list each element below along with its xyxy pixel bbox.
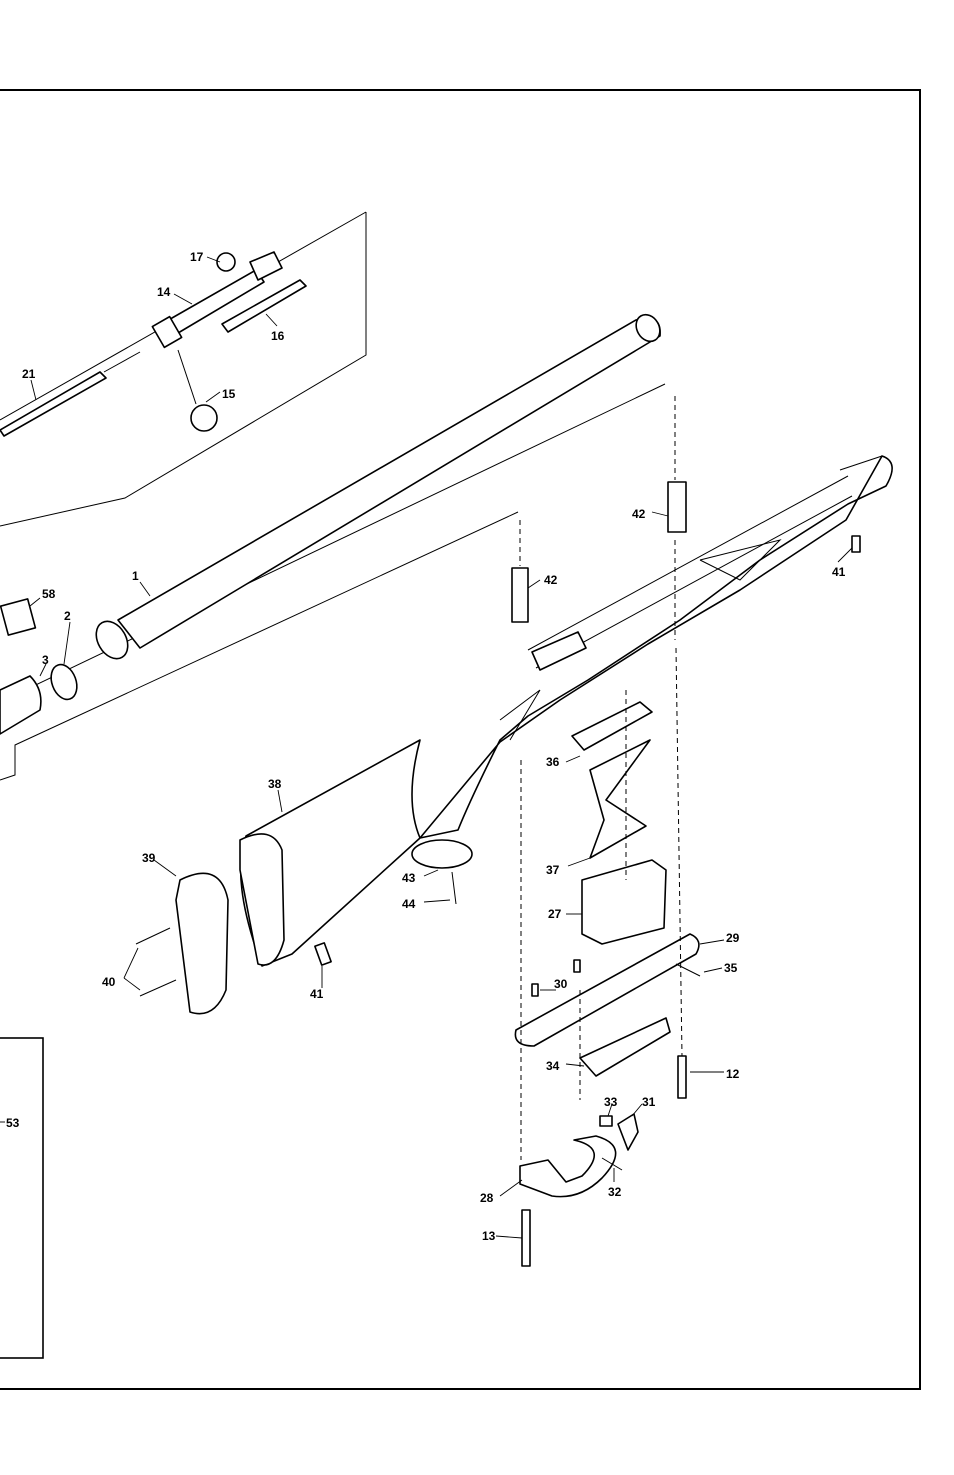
callout-30: 30 <box>554 977 568 991</box>
callout-16: 16 <box>271 329 285 343</box>
bolt-handle-stem <box>177 349 197 405</box>
scope-base <box>0 598 37 636</box>
trigger-spring <box>599 1115 613 1127</box>
callout-28: 28 <box>480 1191 494 1205</box>
callout-leaders <box>29 256 853 1239</box>
barrel-muzzle <box>635 313 661 343</box>
callout-14: 14 <box>157 285 171 299</box>
scope-screw-b <box>573 959 581 973</box>
firing-pin-tip <box>103 351 141 373</box>
floorplate-hinge <box>514 933 700 1047</box>
stock-forend-stripe <box>499 539 782 741</box>
callout-53: 53 <box>6 1116 20 1130</box>
callout-39: 39 <box>142 851 156 865</box>
trigger-guard <box>519 1135 617 1198</box>
sling-swivel-rear <box>314 942 332 966</box>
callout-42-upper: 42 <box>632 507 646 521</box>
stock-inlet-recess <box>531 631 587 671</box>
magazine-spring <box>589 739 651 859</box>
callout-2: 2 <box>64 609 71 623</box>
trigger-pin <box>601 1157 623 1171</box>
inset-box <box>0 1037 44 1359</box>
callout-13: 13 <box>482 1229 496 1243</box>
buttplate-screw-upper <box>135 927 171 945</box>
bolt-rear-block <box>151 315 183 349</box>
callout-38: 38 <box>268 777 282 791</box>
buttplate <box>175 872 229 1015</box>
floorplate-pin <box>675 963 701 977</box>
stock-spring-top <box>667 481 687 533</box>
callout-44: 44 <box>402 897 416 911</box>
floorplate <box>579 1017 671 1077</box>
buttplate-screw-lower <box>139 979 177 997</box>
barrel-assembly <box>0 313 661 735</box>
callout-40: 40 <box>102 975 116 989</box>
front-guard-screw <box>521 1209 531 1267</box>
bolt-front-collar <box>249 251 283 281</box>
callout-33: 33 <box>604 1095 618 1109</box>
callout-41-rear: 41 <box>310 987 324 1001</box>
fasteners <box>135 481 861 1267</box>
firing-pin <box>0 371 107 437</box>
callout-41-front: 41 <box>832 565 846 579</box>
grip-cap-screw <box>451 871 457 905</box>
receiver-body <box>0 675 42 735</box>
page-frame <box>0 89 921 1390</box>
recoil-lug-ring <box>50 663 78 701</box>
callout-37: 37 <box>546 863 560 877</box>
callout-43: 43 <box>402 871 416 885</box>
extractor <box>221 279 307 333</box>
barrel-group-outline <box>0 383 666 781</box>
callout-1: 1 <box>132 569 139 583</box>
bolt-group-outline <box>0 211 367 527</box>
callout-labels: 17 14 16 21 15 42 41 1 42 58 2 3 38 36 3… <box>6 250 846 1243</box>
bolt-body <box>164 269 265 337</box>
callout-27: 27 <box>548 907 562 921</box>
callout-58: 58 <box>42 587 56 601</box>
bolt-handle-knob <box>190 404 218 432</box>
callout-36: 36 <box>546 755 560 769</box>
barrel-threads <box>95 620 129 660</box>
callout-31: 31 <box>642 1095 656 1109</box>
callout-12: 12 <box>726 1067 740 1081</box>
magazine-follower <box>571 701 653 751</box>
bolt-assembly <box>0 251 307 437</box>
callout-21: 21 <box>22 367 36 381</box>
trigger <box>617 1113 639 1151</box>
callout-34: 34 <box>546 1059 560 1073</box>
magazine-box <box>581 859 667 945</box>
stock-assembly <box>175 455 893 1015</box>
sling-swivel-front <box>851 535 861 553</box>
callout-17: 17 <box>190 250 204 264</box>
callout-42-lower: 42 <box>544 573 558 587</box>
trigger-guard-assembly <box>514 701 700 1198</box>
alignment-guides <box>519 396 683 1160</box>
callout-35: 35 <box>724 961 738 975</box>
stock-action-inlet <box>527 455 883 669</box>
callout-3: 3 <box>42 653 49 667</box>
stock <box>239 455 893 967</box>
rear-guard-screw <box>677 1055 687 1099</box>
stock-spring-bottom <box>511 567 529 623</box>
barrel <box>117 317 661 649</box>
callout-32: 32 <box>608 1185 622 1199</box>
grip-cap <box>411 839 473 869</box>
buttplate-face <box>239 833 285 966</box>
callout-15: 15 <box>222 387 236 401</box>
callout-29: 29 <box>726 931 740 945</box>
bolt-ring <box>216 252 236 272</box>
scope-screw-a <box>531 983 539 997</box>
